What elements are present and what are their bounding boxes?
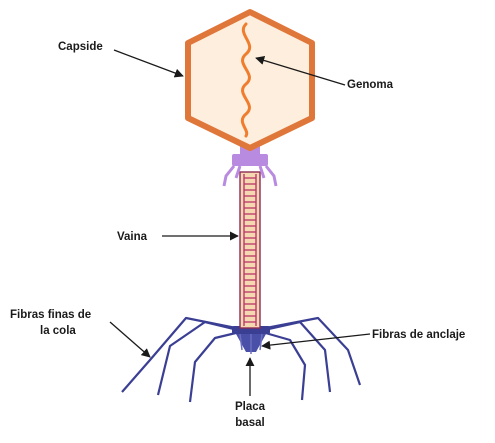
label-placa-line1: Placa — [235, 401, 266, 413]
tail-fiber-left-outer — [122, 318, 236, 392]
arrow-fibras-finas — [110, 322, 150, 357]
label-fibras-anclaje: Fibras de anclaje — [372, 329, 465, 341]
label-fibras-finas-line1: Fibras finas de — [10, 309, 91, 321]
label-placa-line2: basal — [235, 417, 264, 429]
base-plate — [232, 326, 270, 354]
label-genoma: Genoma — [347, 79, 394, 91]
tail-fiber-right-outer — [266, 318, 360, 385]
arrow-capside — [114, 50, 183, 76]
label-fibras-finas-line2: la cola — [40, 325, 76, 337]
tail-fiber-right-mid — [264, 322, 330, 392]
tail-fiber-left-inner — [190, 332, 240, 402]
label-capside: Capside — [58, 41, 103, 53]
label-vaina: Vaina — [117, 231, 148, 243]
sheath — [240, 172, 260, 328]
